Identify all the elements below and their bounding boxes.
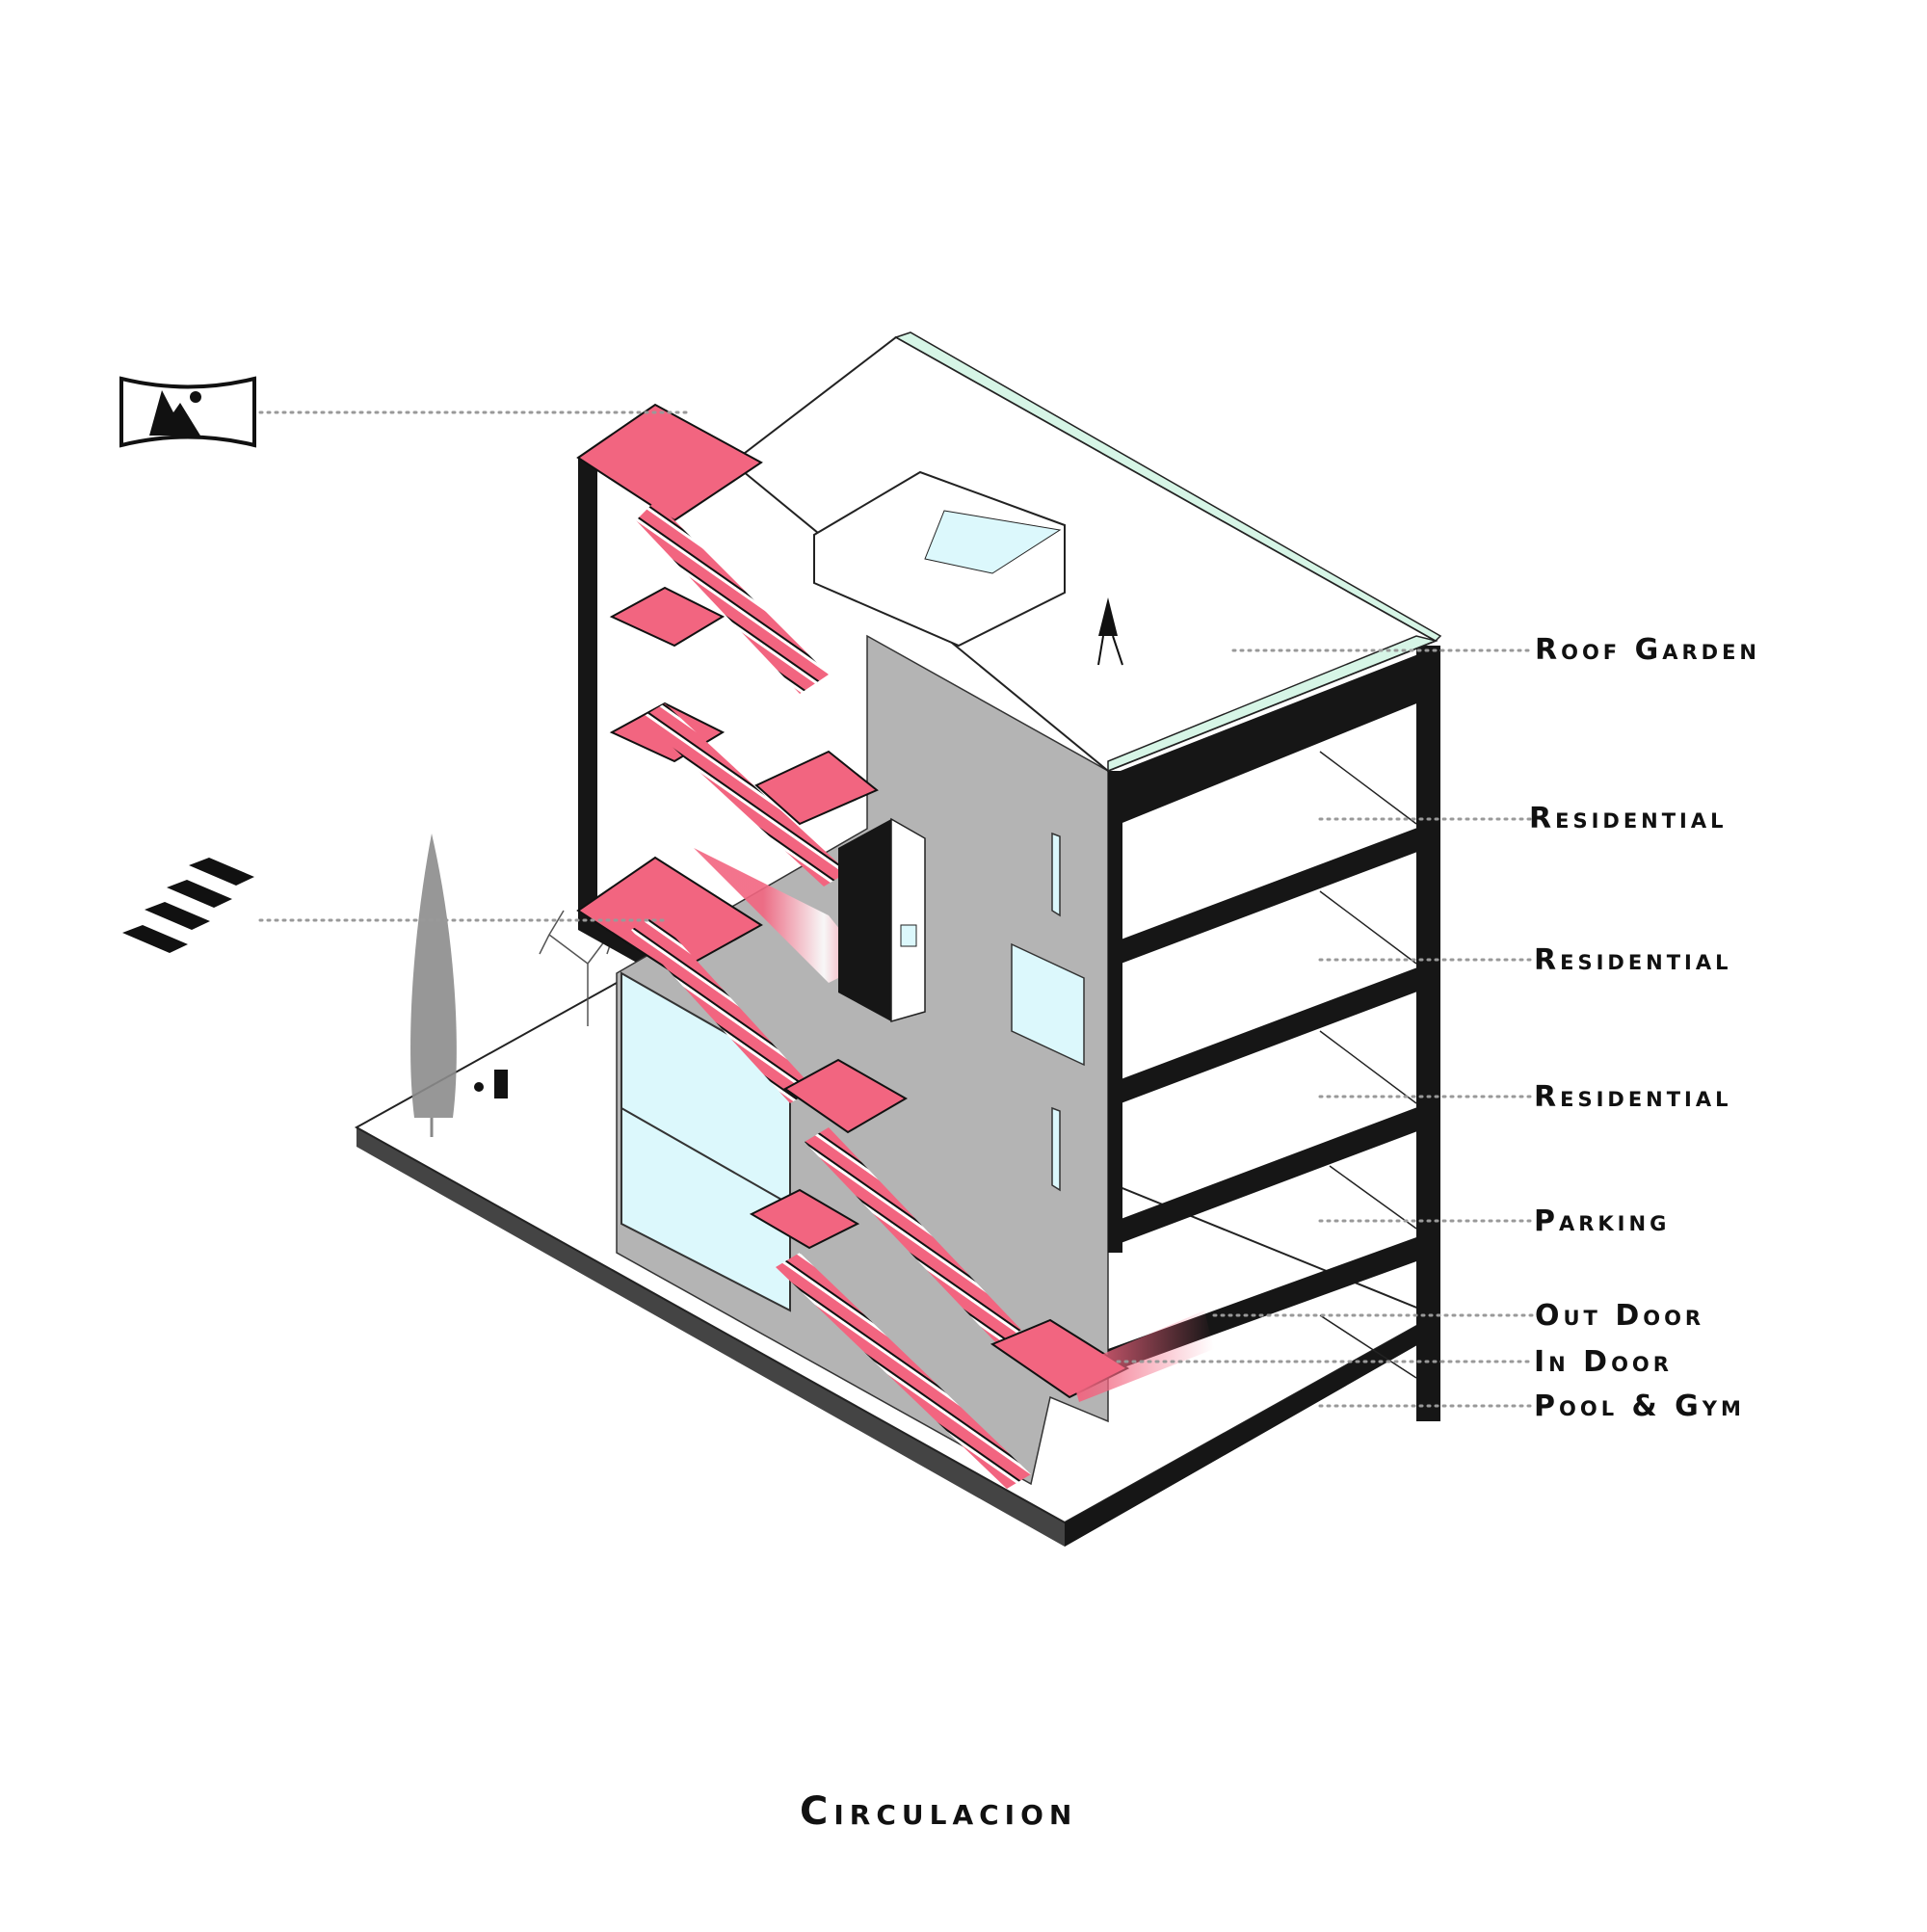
diagram-title: Circulacion bbox=[800, 1789, 1078, 1834]
roof-deck bbox=[730, 331, 1442, 773]
core-windows bbox=[1011, 832, 1085, 1192]
stair-box bbox=[838, 817, 926, 1022]
cypress-tree bbox=[410, 834, 457, 1137]
label-residential-lower: Residential bbox=[1534, 1080, 1732, 1114]
person-soccer-icon bbox=[474, 1070, 508, 1098]
leader-lines bbox=[258, 410, 1534, 1408]
floor-slabs bbox=[1108, 646, 1440, 1421]
label-in-door: In Door bbox=[1534, 1345, 1673, 1379]
person-roof-icon bbox=[1097, 597, 1123, 666]
bare-tree bbox=[539, 910, 632, 1026]
label-residential-middle: Residential bbox=[1534, 943, 1732, 977]
label-out-door: Out Door bbox=[1535, 1299, 1705, 1333]
label-parking: Parking bbox=[1534, 1204, 1671, 1238]
stairs-circulation bbox=[576, 403, 1214, 1489]
label-roof-garden: Roof Garden bbox=[1535, 633, 1760, 667]
label-residential-upper: Residential bbox=[1529, 802, 1728, 835]
panorama-view-icon bbox=[119, 376, 256, 448]
label-pool-gym: Pool & Gym bbox=[1534, 1389, 1745, 1423]
floor-diagonals bbox=[1319, 751, 1417, 1379]
stairs-icon bbox=[122, 858, 254, 953]
